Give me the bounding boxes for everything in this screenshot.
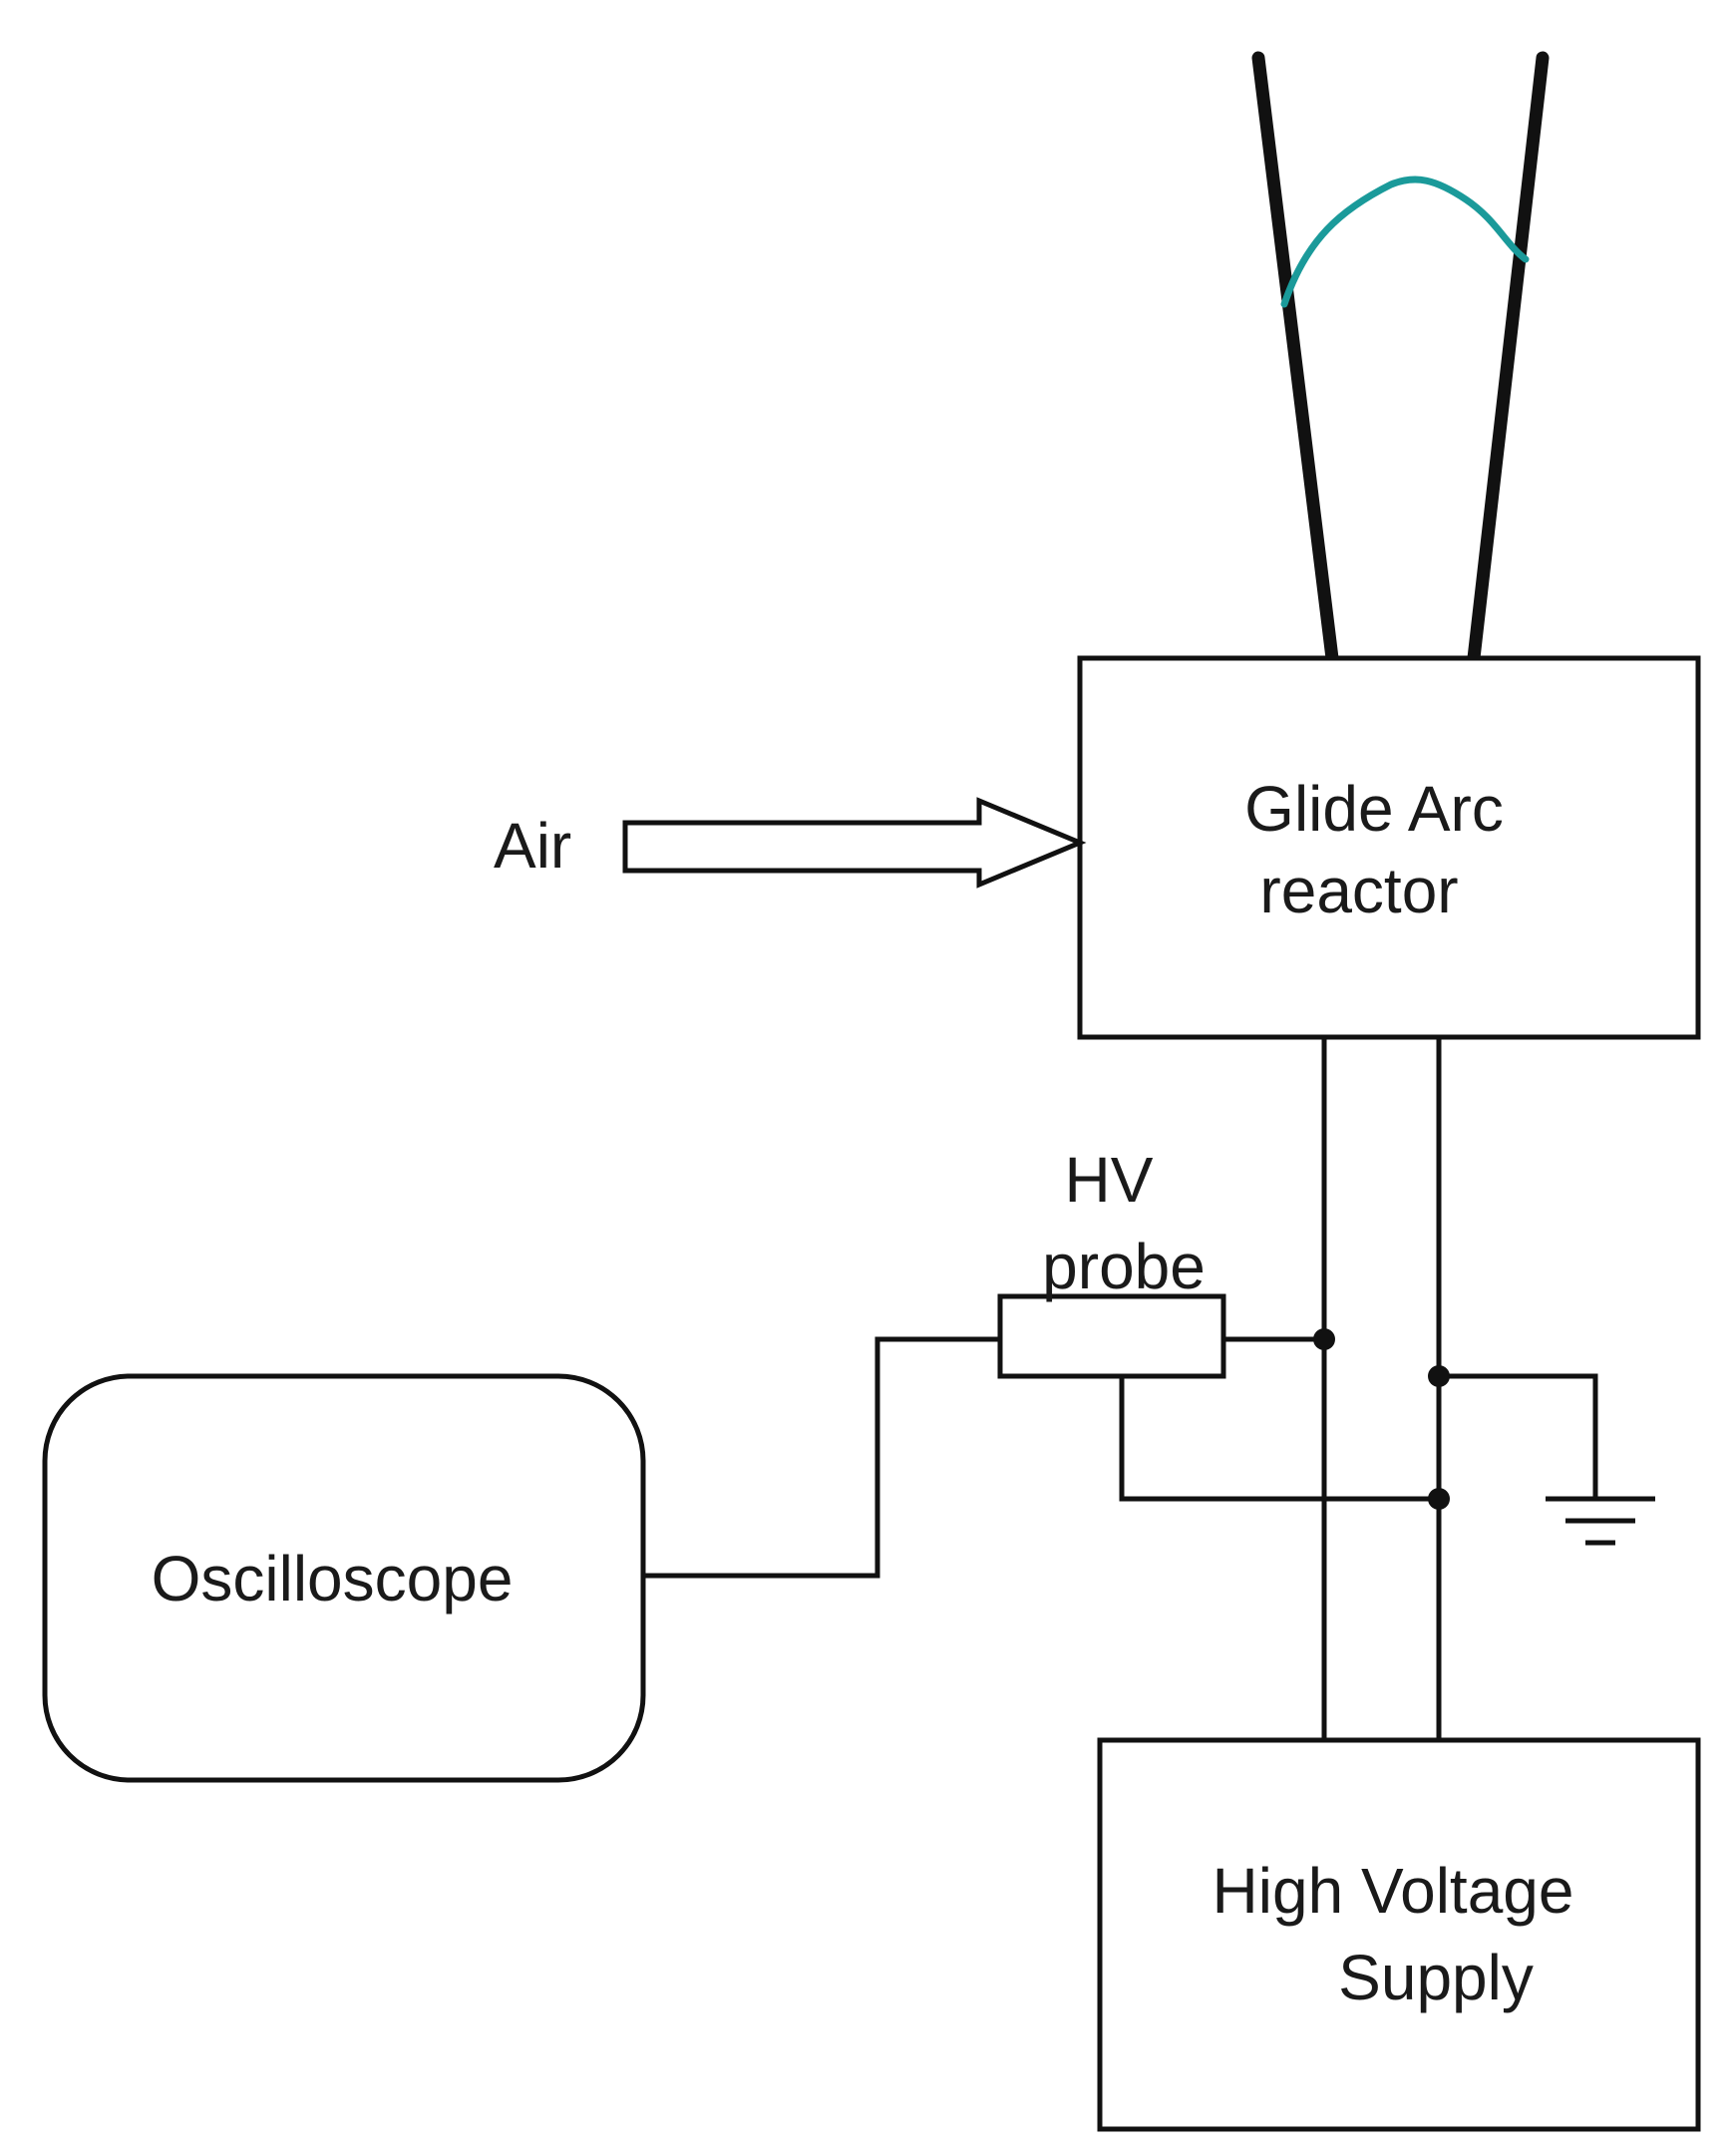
probe-label-line1: HV [1065,1144,1154,1216]
left-electrode [1251,51,1339,665]
oscilloscope-label: Oscilloscope [152,1543,514,1615]
junction-dot [1428,1365,1450,1387]
air-label: Air [494,810,571,882]
air-arrow [622,797,1087,889]
supply-label-line1: High Voltage [1213,1855,1574,1927]
probe-ground-wire [1119,1376,1439,1502]
supply-label-line2: Supply [1338,1942,1534,2013]
junction-dot [1428,1488,1450,1510]
electrodes [1251,51,1550,665]
hv-probe-resistor [997,1293,1226,1379]
plasma-arc [1280,176,1530,308]
oscilloscope-box [42,1373,646,1783]
ground-wire [1439,1373,1598,1499]
reactor-label-line1: Glide Arc [1244,773,1504,845]
junction-dot [1313,1328,1335,1350]
glide-arc-reactor-box [1077,655,1701,1040]
probe-to-oscilloscope-wire [643,1336,1000,1579]
high-voltage-supply-box [1097,1737,1701,2132]
right-electrode [1467,51,1550,665]
probe-label-line2: probe [1042,1231,1206,1302]
reactor-label-line2: reactor [1259,855,1458,926]
ground-symbol [1546,1496,1655,1546]
